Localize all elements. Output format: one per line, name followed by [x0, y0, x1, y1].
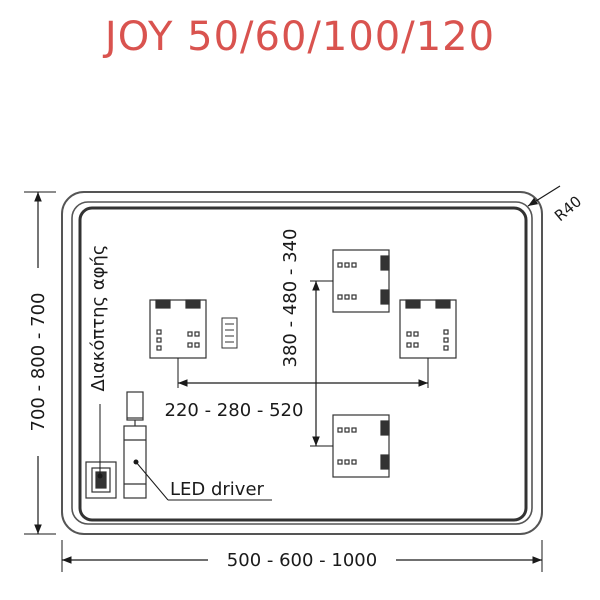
led-driver-label: LED driver: [170, 479, 265, 500]
touch-switch-dot: [97, 473, 103, 479]
page-title: JOY 50/60/100/120: [104, 14, 496, 60]
radius-leader: [527, 185, 561, 207]
led-driver-unit: [123, 391, 147, 499]
led-driver-leader: [135, 461, 169, 501]
mirror-outer-frame: [61, 191, 543, 535]
horizontal-spacing-label: 220 - 280 - 520: [165, 400, 304, 421]
mirror-frame-inner-edge: [71, 201, 533, 525]
touch-switch-label: Διακόπτης αφής: [88, 245, 109, 392]
height-dimension-label: 700 - 800 - 700: [28, 293, 49, 432]
touch-switch-box: [85, 461, 117, 499]
mirror-glass-edge: [78, 206, 528, 522]
mounting-bracket-top: [332, 249, 390, 313]
width-dimension-label: 500 - 600 - 1000: [227, 550, 377, 571]
mounting-bracket-left: [149, 299, 207, 359]
mounting-bracket-bottom: [332, 414, 390, 478]
vertical-spacing-label: 380 - 480 - 340: [280, 229, 301, 368]
mounting-bracket-right: [399, 299, 457, 359]
corner-radius-label: R40: [551, 192, 585, 225]
center-connector: [221, 317, 238, 349]
